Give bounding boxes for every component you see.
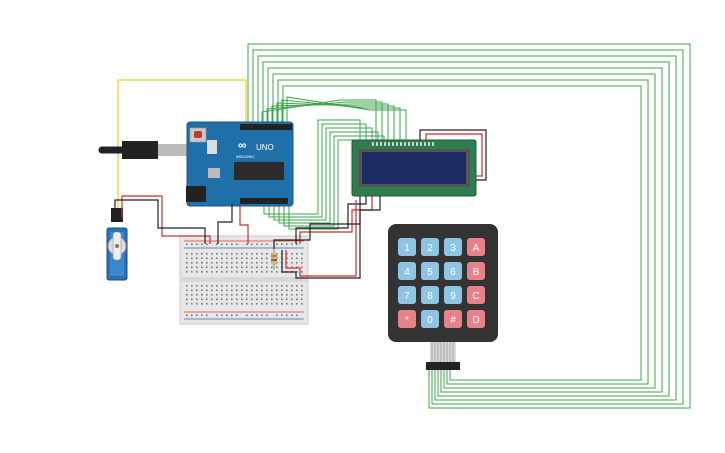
keypad-key-label: 5	[427, 267, 433, 278]
keypad-key-label: 6	[450, 267, 456, 278]
infinity-logo: ∞	[238, 138, 247, 152]
reset-button[interactable]	[194, 131, 202, 138]
lcd-control-wire	[263, 119, 361, 215]
usb-plug	[122, 141, 158, 159]
analog-header	[240, 198, 288, 204]
keypad-key[interactable]: C	[467, 286, 485, 304]
keypad-wire	[267, 67, 663, 393]
keypad-wire	[272, 73, 656, 389]
keypad-key[interactable]: 6	[444, 262, 462, 280]
keypad-key-label: #	[450, 315, 456, 326]
keypad-key[interactable]: *	[398, 310, 416, 328]
keypad-key-label: 7	[404, 291, 410, 302]
keypad-key-label: A	[473, 243, 480, 254]
lcd-display[interactable]	[351, 139, 477, 197]
lcd-control-wire	[273, 127, 373, 221]
lcd-data-wire	[271, 103, 389, 140]
lcd-control-wire	[268, 123, 367, 218]
lcd-pin-header	[372, 142, 434, 146]
keypad-keys: 1 2 3 A 4 5 6 B 7 8 9 C * 0 # D	[398, 238, 485, 328]
keypad-wire	[247, 43, 691, 409]
keypad-4x4[interactable]: 1 2 3 A 4 5 6 B 7 8 9 C * 0 # D	[388, 224, 498, 370]
lcd-data-wire	[261, 99, 377, 140]
uno-logo: UNO	[256, 143, 274, 152]
keypad-key-label: C	[472, 291, 479, 302]
servo-motor[interactable]	[106, 208, 128, 281]
lcd-control-wire	[278, 131, 379, 224]
lcd-data-wire	[281, 99, 401, 140]
keypad-key[interactable]: 9	[444, 286, 462, 304]
keypad-key[interactable]: 8	[421, 286, 439, 304]
servo-connector	[111, 208, 123, 222]
keypad-key[interactable]: B	[467, 262, 485, 280]
power-jack	[186, 186, 206, 202]
keypad-key-label: 1	[404, 243, 410, 254]
keypad-key-label: 3	[450, 243, 456, 254]
control-wires	[114, 129, 487, 279]
keypad-wire	[262, 61, 670, 397]
keypad-key[interactable]: 1	[398, 238, 416, 256]
keypad-key[interactable]: 7	[398, 286, 416, 304]
lcd-data-wire	[276, 102, 395, 140]
crystal	[208, 168, 220, 178]
keypad-connector	[426, 362, 460, 370]
lcd-data-wire	[286, 96, 407, 140]
atmega-chip	[234, 162, 284, 180]
breadboard-holes	[186, 243, 303, 317]
keypad-key[interactable]: 5	[421, 262, 439, 280]
resistor[interactable]	[271, 249, 277, 270]
keypad-wire	[257, 55, 677, 401]
keypad-wire-bundle	[247, 43, 691, 409]
usb-connector	[158, 144, 188, 156]
breadboard[interactable]	[179, 235, 309, 325]
keypad-key[interactable]: 0	[421, 310, 439, 328]
keypad-key-label: 4	[404, 267, 410, 278]
capacitor	[207, 140, 217, 154]
keypad-key-label: 8	[427, 291, 433, 302]
usb-cable	[98, 141, 188, 159]
arduino-uno[interactable]: ∞ UNO ARDUINO	[186, 121, 294, 207]
keypad-key-label: 9	[450, 291, 456, 302]
keypad-key-label: B	[473, 267, 480, 278]
lcd-data-wire	[266, 101, 383, 140]
keypad-wire	[252, 49, 684, 405]
keypad-key-label: 0	[427, 315, 433, 326]
keypad-key-label: D	[472, 315, 479, 326]
servo-signal-wire	[117, 79, 247, 210]
keypad-key-label: 2	[427, 243, 433, 254]
digital-header	[240, 124, 292, 130]
keypad-wire	[282, 85, 642, 381]
keypad-key[interactable]: 2	[421, 238, 439, 256]
keypad-key[interactable]: A	[467, 238, 485, 256]
keypad-key[interactable]: #	[444, 310, 462, 328]
keypad-key[interactable]: D	[467, 310, 485, 328]
keypad-key[interactable]: 4	[398, 262, 416, 280]
keypad-key-label: *	[405, 315, 409, 326]
arduino-brand: ARDUINO	[236, 154, 254, 159]
lcd-control-wire	[283, 135, 385, 227]
keypad-wire	[277, 79, 649, 385]
keypad-key[interactable]: 3	[444, 238, 462, 256]
keypad-ribbon	[430, 342, 456, 364]
lcd-screen	[362, 152, 466, 184]
